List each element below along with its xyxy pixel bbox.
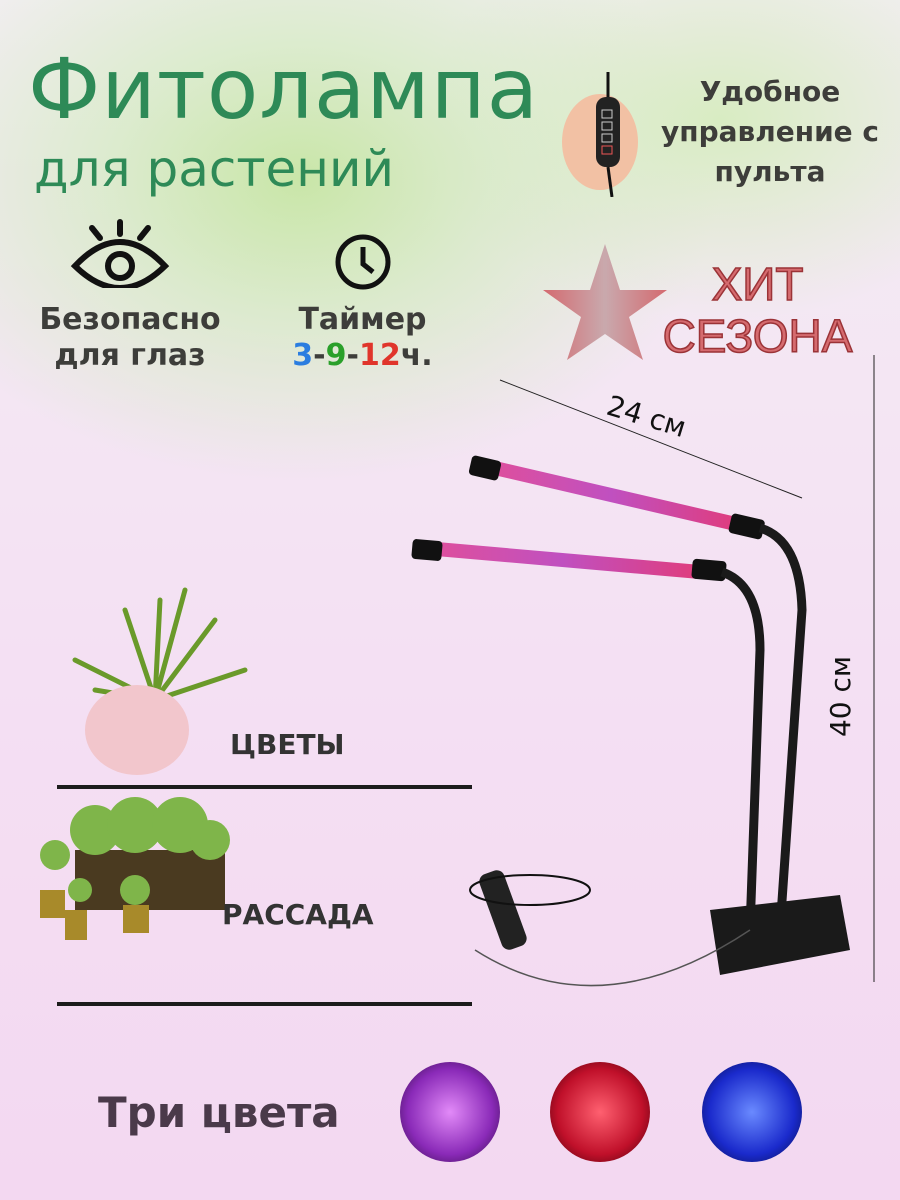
color-mode-blue [702, 1062, 802, 1162]
eye-safe-caption: Безопасно для глаз [30, 302, 230, 374]
hit-badge: ХИТ СЕЗОНА [660, 257, 855, 363]
color-mode-purple [400, 1062, 500, 1162]
eye-caption-line: Безопасно [39, 302, 221, 337]
timer-values: 3-9-12ч. [265, 338, 460, 374]
timer-9h: 9 [325, 338, 347, 373]
timer-3h: 3 [292, 338, 314, 373]
category-seedlings: РАССАДА [222, 898, 374, 931]
timer-sep: - [313, 338, 326, 373]
lamp-image [411, 355, 875, 987]
category-flowers: ЦВЕТЫ [230, 728, 345, 761]
timer-label: Таймер [298, 302, 427, 337]
eye-icon [70, 218, 170, 292]
hit-line: СЕЗОНА [662, 309, 853, 363]
height-dimension: 40 см [824, 655, 858, 738]
remote-caption-line: пульта [714, 155, 826, 188]
seedlings-image [35, 795, 235, 949]
three-colors-label: Три цвета [98, 1088, 340, 1137]
star-icon [543, 242, 668, 366]
product-title: Фитолампа [28, 40, 540, 138]
color-mode-red [550, 1062, 650, 1162]
product-subtitle: для растений [34, 140, 394, 198]
divider [57, 785, 472, 789]
timer-unit: ч. [400, 338, 433, 373]
remote-hand-image [560, 72, 650, 198]
timer-sep: - [346, 338, 359, 373]
clock-icon [333, 232, 393, 296]
flower-pot-image [55, 580, 260, 784]
remote-caption-line: управление с [660, 115, 880, 148]
divider [57, 1002, 472, 1006]
timer-caption: Таймер 3-9-12ч. [265, 302, 460, 374]
hit-line: ХИТ [711, 257, 804, 311]
remote-caption: Удобное управление с пульта [650, 72, 890, 192]
timer-12h: 12 [358, 338, 401, 373]
eye-caption-line: для глаз [54, 338, 206, 373]
remote-caption-line: Удобное [699, 75, 841, 108]
